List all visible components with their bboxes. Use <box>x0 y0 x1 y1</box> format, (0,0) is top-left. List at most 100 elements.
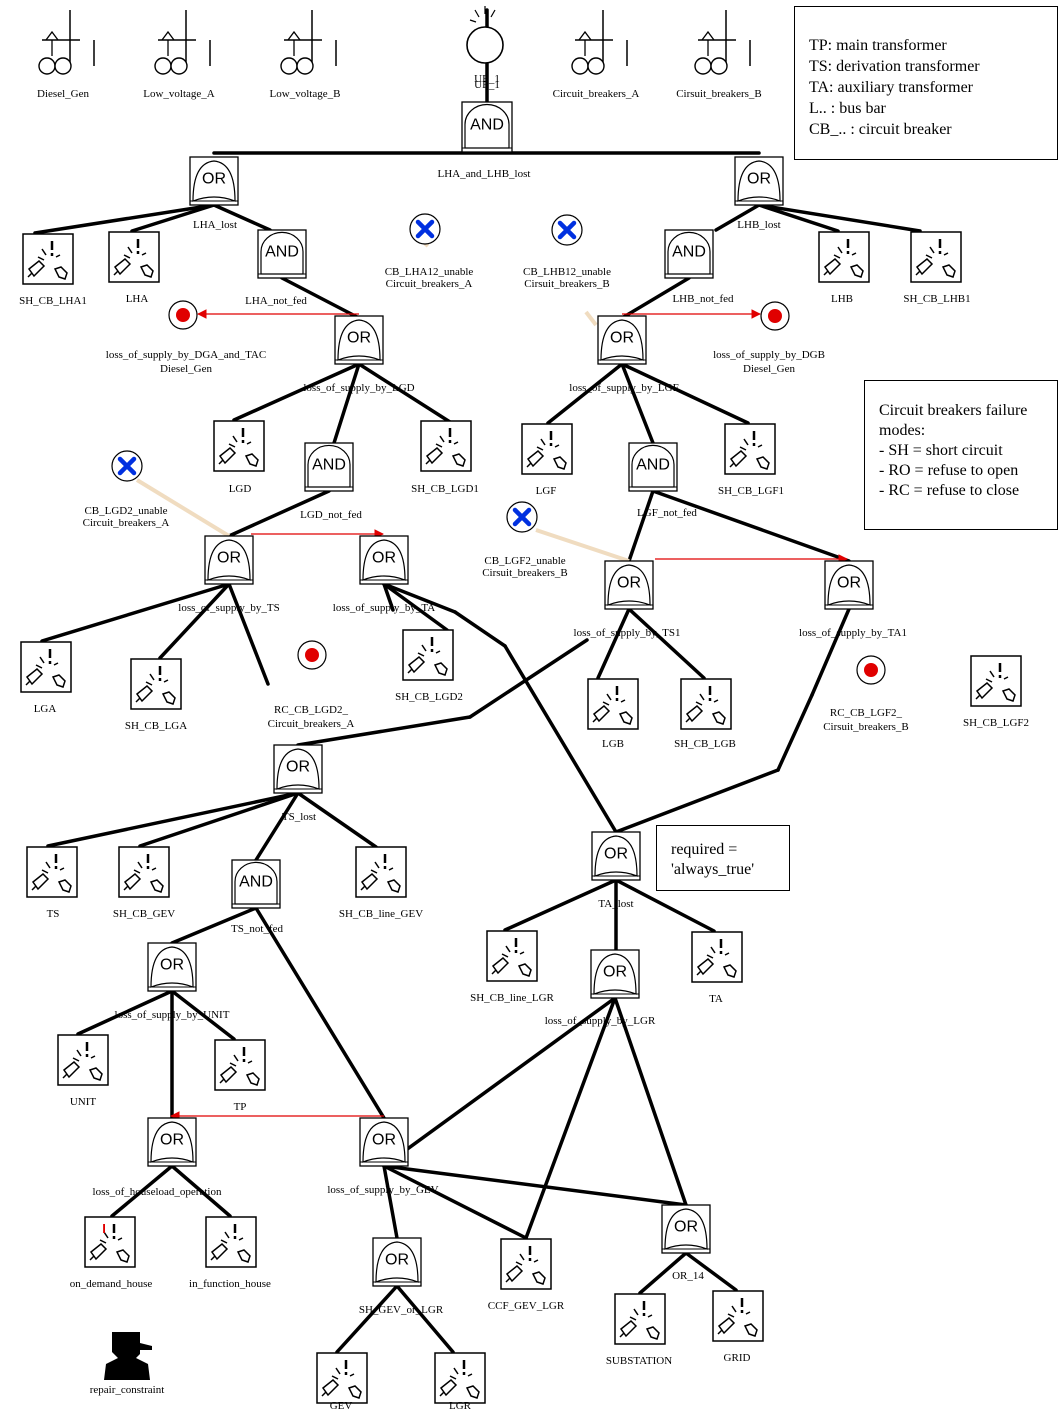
gate-or[interactable]: OR <box>590 949 640 999</box>
gate-and[interactable]: AND <box>304 442 354 492</box>
basic-event[interactable] <box>818 231 870 283</box>
failure-event[interactable] <box>760 301 790 331</box>
connector-line <box>620 362 750 425</box>
unable-event[interactable] <box>111 450 143 482</box>
gate-or[interactable]: OR <box>372 1237 422 1287</box>
connector-line <box>524 996 617 1240</box>
failure-event-label: RC_CB_LGD2_ <box>274 704 348 716</box>
failure-modes-line: - SH = short circuit <box>879 442 1003 459</box>
gate-type-label: OR <box>617 574 641 591</box>
component-icon[interactable] <box>571 10 628 75</box>
basic-event[interactable]: I <box>84 1216 136 1268</box>
gate-type-label: OR <box>347 329 371 346</box>
failure-event[interactable] <box>856 655 886 685</box>
gate-type-label: OR <box>372 549 396 566</box>
gate-or[interactable]: OR <box>734 156 784 206</box>
legend-line: TA: auxiliary transformer <box>809 79 973 96</box>
basic-event[interactable] <box>20 641 72 693</box>
gate-or[interactable]: OR <box>597 315 647 365</box>
basic-event[interactable] <box>587 678 639 730</box>
failure-event-label: loss_of_supply_by_DGB <box>713 349 825 361</box>
basic-event[interactable] <box>521 423 573 475</box>
basic-event[interactable] <box>214 1039 266 1091</box>
gate-or[interactable]: OR <box>334 315 384 365</box>
basic-event-label: UNIT <box>70 1096 97 1108</box>
unable-event[interactable] <box>409 213 441 245</box>
connector-line <box>627 489 655 563</box>
unable-event[interactable] <box>551 214 583 246</box>
component-label: Low_voltage_B <box>270 88 341 100</box>
connector-line <box>33 203 216 235</box>
basic-event-label: TA <box>709 993 723 1005</box>
connector-line <box>382 1164 528 1240</box>
basic-event[interactable] <box>712 1290 764 1342</box>
repair-icon[interactable] <box>104 1332 152 1380</box>
gate-or[interactable]: OR <box>147 1117 197 1167</box>
basic-event[interactable] <box>205 1216 257 1268</box>
basic-event[interactable] <box>26 846 78 898</box>
failure-event-label: RC_CB_LGF2_ <box>830 707 903 719</box>
gate-or[interactable]: OR <box>359 535 409 585</box>
basic-event[interactable] <box>316 1352 368 1404</box>
basic-event-label: on_demand_house <box>70 1278 153 1290</box>
legend-line: TS: derivation transformer <box>809 58 980 75</box>
gate-or[interactable]: OR <box>604 560 654 610</box>
gate-name-label: SH_GEV_or_LGR <box>359 1304 444 1316</box>
gate-and[interactable]: AND <box>257 229 307 279</box>
basic-event[interactable] <box>420 420 472 472</box>
legend-line: L.. : bus bar <box>809 100 886 117</box>
connector-line <box>620 362 655 445</box>
basic-event[interactable] <box>118 846 170 898</box>
gate-or[interactable]: OR <box>147 942 197 992</box>
gate-and[interactable]: AND <box>628 442 678 492</box>
gate-and[interactable]: AND <box>461 101 513 153</box>
basic-event-label: LHB <box>831 293 853 305</box>
connector-line <box>232 362 361 422</box>
basic-event[interactable] <box>22 233 74 285</box>
basic-event[interactable] <box>614 1293 666 1345</box>
basic-event[interactable] <box>434 1352 486 1404</box>
basic-event[interactable] <box>402 629 454 681</box>
basic-event-label: CCF_GEV_LGR <box>488 1300 565 1312</box>
gate-and[interactable]: AND <box>231 859 281 909</box>
gate-and[interactable]: AND <box>664 229 714 279</box>
basic-event[interactable] <box>910 231 962 283</box>
basic-event[interactable] <box>970 655 1022 707</box>
component-icon[interactable] <box>694 10 751 75</box>
component-icon[interactable] <box>38 10 95 75</box>
basic-event[interactable] <box>724 423 776 475</box>
basic-event[interactable] <box>500 1238 552 1290</box>
gate-or[interactable]: OR <box>824 560 874 610</box>
basic-event[interactable] <box>108 231 160 283</box>
failure-event-label: Cirsuit_breakers_B <box>823 721 909 733</box>
unable-event[interactable] <box>506 501 538 533</box>
gate-name-label: LHB_lost <box>737 219 780 231</box>
failure-event[interactable] <box>297 640 327 670</box>
connector-line <box>627 607 706 680</box>
gate-or[interactable]: OR <box>359 1117 409 1167</box>
connector-line <box>503 878 618 932</box>
source-icon[interactable] <box>466 6 504 64</box>
basic-event[interactable] <box>680 678 732 730</box>
basic-event-label: SH_CB_LHA1 <box>19 295 87 307</box>
basic-event[interactable] <box>691 931 743 983</box>
basic-event[interactable] <box>355 846 407 898</box>
gate-name-label: loss_of_supply_by_TA <box>333 602 435 614</box>
gate-or[interactable]: OR <box>189 156 239 206</box>
gate-name-label: TS_lost <box>282 811 316 823</box>
connector-line <box>382 582 457 614</box>
connector-line <box>757 203 840 233</box>
basic-event[interactable] <box>213 420 265 472</box>
gate-or[interactable]: OR <box>204 535 254 585</box>
component-icon[interactable] <box>154 10 211 75</box>
basic-event[interactable] <box>130 658 182 710</box>
gate-or[interactable]: OR <box>591 831 641 881</box>
basic-event[interactable] <box>486 930 538 982</box>
failure-event[interactable] <box>168 300 198 330</box>
gate-or[interactable]: OR <box>273 744 323 794</box>
gate-or[interactable]: OR <box>661 1204 711 1254</box>
connector-line <box>46 791 300 848</box>
unable-event-label: Cirsuit_breakers_B <box>482 567 568 579</box>
basic-event[interactable] <box>57 1034 109 1086</box>
component-icon[interactable] <box>280 10 337 75</box>
